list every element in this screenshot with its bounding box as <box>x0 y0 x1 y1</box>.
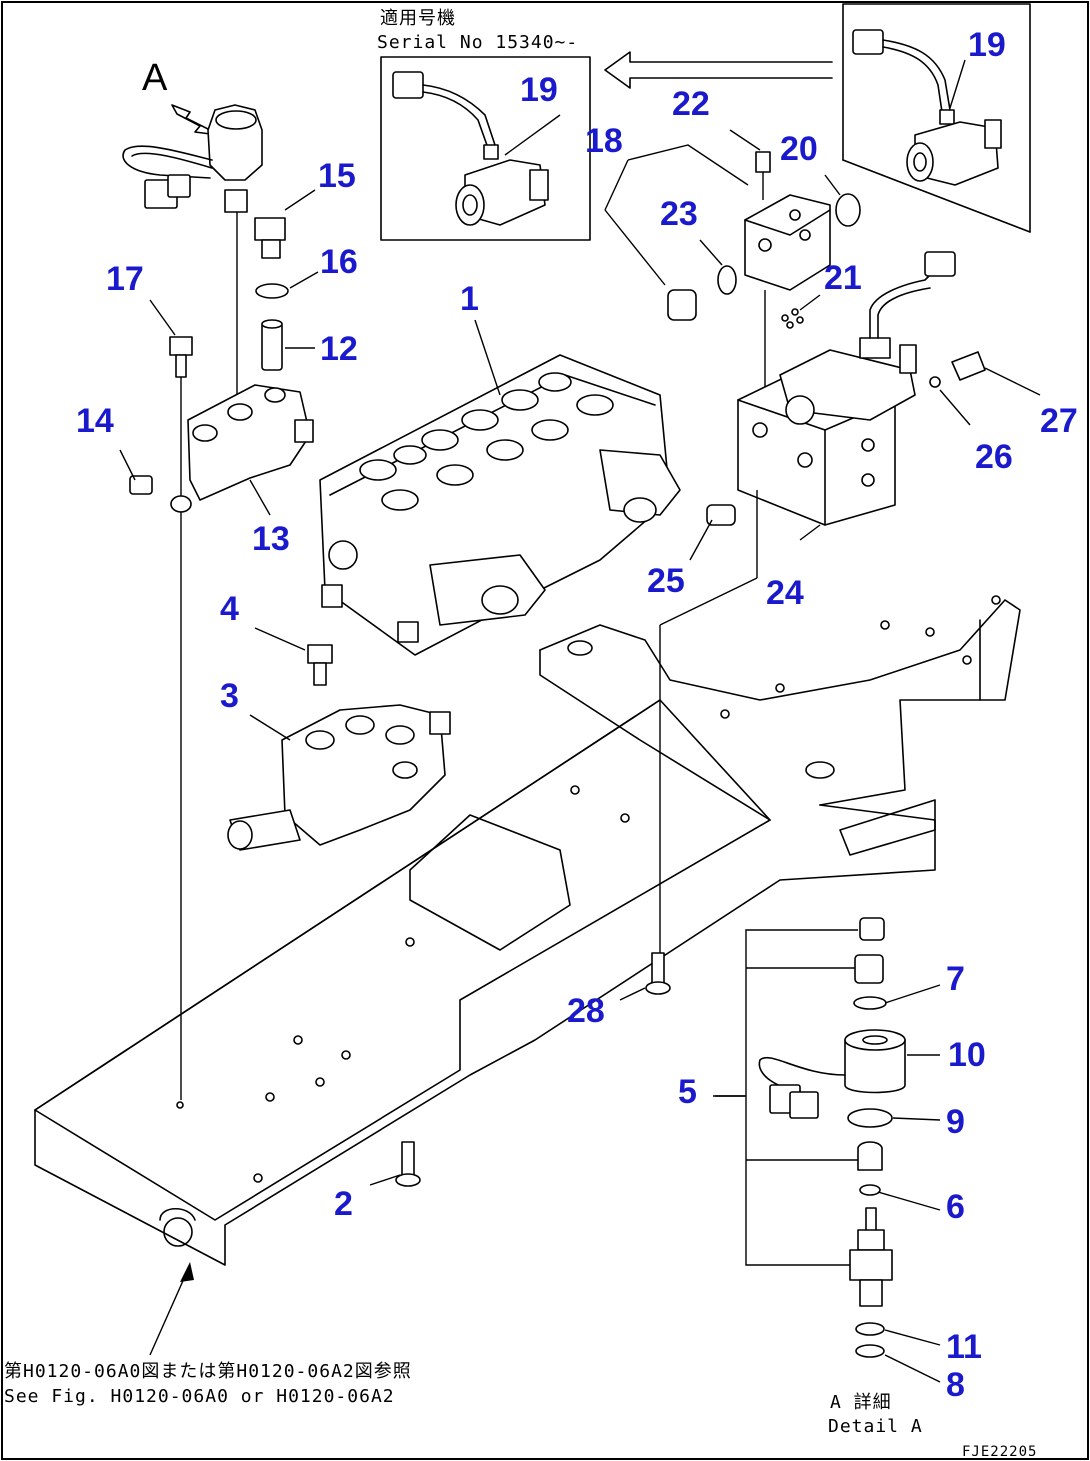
callout-4: 4 <box>220 590 239 628</box>
part-1-main-control-valve <box>319 354 681 656</box>
callout-12: 12 <box>320 330 358 368</box>
serial-inset-old <box>842 3 1031 233</box>
callout-24: 24 <box>766 574 804 612</box>
callout-25: 25 <box>647 562 685 600</box>
callout-14: 14 <box>76 402 114 440</box>
part-15-plug <box>254 217 286 259</box>
part-3-auxiliary-valve <box>227 704 451 851</box>
callout-26: 26 <box>975 438 1013 476</box>
detail-a-group <box>713 917 906 1358</box>
callout-8: 8 <box>946 1366 965 1404</box>
callout-leaders <box>119 59 1041 1383</box>
callout-11: 11 <box>946 1328 982 1366</box>
callout-6: 6 <box>946 1188 965 1226</box>
callout-9: 9 <box>946 1103 965 1141</box>
serial-inset-new <box>380 56 591 241</box>
pressure-switch-assembly <box>122 104 263 398</box>
callout-22: 22 <box>672 85 710 123</box>
part-23-fitting <box>667 265 737 321</box>
serial-note-en: Serial No 15340~- <box>377 32 578 53</box>
view-label: A <box>142 57 168 99</box>
callout-19-old: 19 <box>968 26 1006 64</box>
callout-16: 16 <box>320 243 358 281</box>
detail-note-jp: A 詳細 <box>830 1392 892 1413</box>
chassis-frame <box>34 595 1021 1266</box>
callout-15: 15 <box>318 157 356 195</box>
callout-7: 7 <box>946 960 965 998</box>
reference-arrow <box>149 1262 194 1356</box>
serial-note-jp: 適用号機 <box>380 8 456 29</box>
part-25-fitting <box>706 504 736 526</box>
callout-17: 17 <box>106 260 144 298</box>
callout-13: 13 <box>252 520 290 558</box>
part-21-screws <box>781 308 804 329</box>
callout-10: 10 <box>948 1036 986 1074</box>
part-4-bolt <box>307 644 333 686</box>
reference-note-en: See Fig. H0120-06A0 or H0120-06A2 <box>4 1386 395 1407</box>
callout-5: 5 <box>678 1073 697 1111</box>
part-2-bolt <box>395 1141 421 1187</box>
part-26-ball <box>929 376 941 388</box>
callout-1: 1 <box>460 280 479 318</box>
part-12-pin <box>261 319 283 371</box>
callout-3: 3 <box>220 677 239 715</box>
callout-18: 18 <box>585 122 623 160</box>
callout-21: 21 <box>824 259 862 297</box>
part-22-spring <box>755 151 771 200</box>
part-21-block <box>744 194 831 400</box>
callout-28: 28 <box>567 992 605 1030</box>
reference-note-jp: 第H0120-06A0図または第H0120-06A2図参照 <box>4 1361 412 1382</box>
callout-2: 2 <box>334 1185 353 1223</box>
part-28-bolt <box>645 952 671 995</box>
part-14-fitting <box>129 475 153 495</box>
part-27-spring <box>951 351 986 381</box>
callout-27: 27 <box>1040 402 1078 440</box>
drawing-code: FJE22205 <box>962 1444 1037 1460</box>
part-24-solenoid-valve-block <box>659 251 956 960</box>
detail-note-en: Detail A <box>828 1416 923 1437</box>
part-16-oring <box>255 283 289 299</box>
part-18-bracket-lines <box>604 144 749 286</box>
part-20-oring <box>835 193 861 227</box>
callout-23: 23 <box>660 195 698 233</box>
change-arrow <box>604 51 833 89</box>
part-13-block <box>170 384 314 513</box>
callout-19-new: 19 <box>520 71 558 109</box>
callout-20: 20 <box>780 130 818 168</box>
